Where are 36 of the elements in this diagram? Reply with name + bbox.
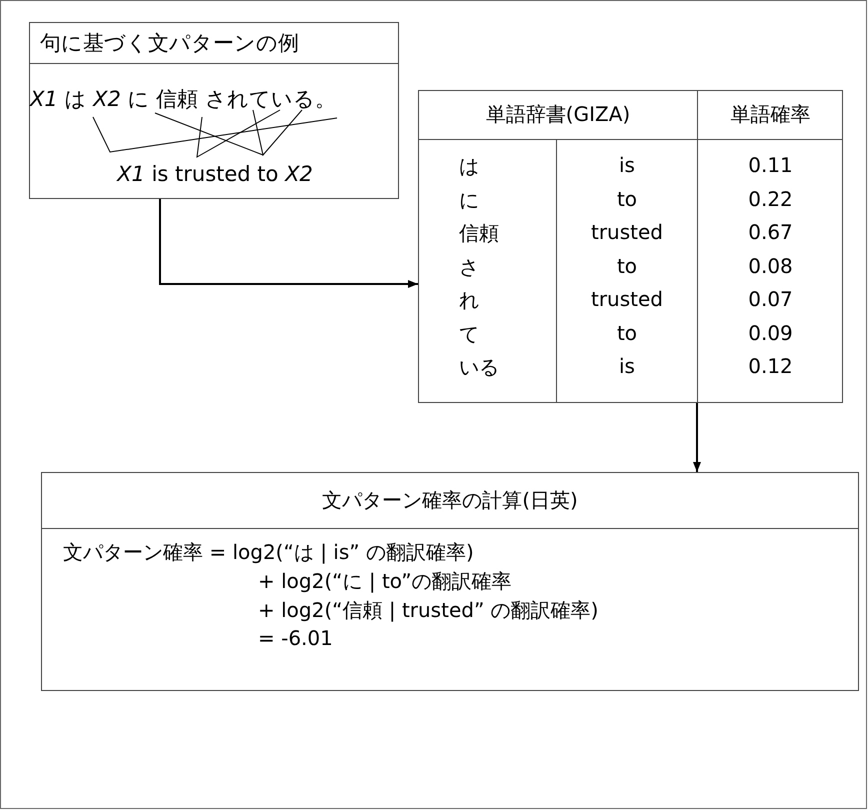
- table-cell-text: 0.22: [747, 186, 794, 210]
- table-cell-text: trusted: [590, 287, 664, 311]
- box-heading: 句に基づく文パターンの例: [40, 30, 299, 57]
- box-heading: 文パターン確率の計算(日英): [321, 487, 579, 514]
- table-cell-text: to: [616, 186, 638, 210]
- table-cell-text: 0.11: [747, 153, 794, 177]
- table-cell-text: 0.12: [747, 354, 794, 378]
- arrow: [693, 403, 701, 472]
- formula-line: = -6.01: [258, 626, 333, 650]
- formula-line: 文パターン確率 = log2(“は | is” の翻訳確率): [63, 539, 474, 566]
- table-cell: いる: [459, 354, 499, 381]
- formula-line: + log2(“信頼 | trusted” の翻訳確率): [258, 597, 598, 624]
- table-cell-text: to: [616, 254, 638, 278]
- table-cell-text: 0.09: [747, 320, 794, 344]
- column-header: 単語辞書(GIZA): [484, 101, 632, 128]
- table-cell: 信頼: [459, 220, 499, 247]
- table-cell: れ: [459, 287, 479, 314]
- table-cell-text: to: [616, 320, 638, 344]
- table-cell: て: [459, 320, 479, 348]
- example-box: [29, 22, 399, 199]
- table-cell-text: is: [618, 153, 636, 177]
- table-cell-text: 0.67: [747, 220, 794, 244]
- arrow: [159, 199, 418, 288]
- sentence: X1 is trusted to X2: [115, 162, 314, 186]
- table-cell-text: trusted: [590, 220, 664, 244]
- table-cell: は: [459, 153, 479, 180]
- table-cell: さ: [459, 254, 479, 280]
- formula-line: + log2(“に | to”の翻訳確率: [258, 568, 512, 595]
- table-cell-text: is: [618, 354, 636, 378]
- column-header: 単語確率: [730, 101, 812, 128]
- table-cell: に: [459, 186, 479, 214]
- calculation-box: [41, 472, 859, 691]
- table-cell-text: 0.08: [747, 254, 794, 278]
- dictionary-table: [418, 90, 843, 403]
- sentence: X1 は X2 に 信頼 されている。: [30, 86, 336, 113]
- table-cell-text: 0.07: [747, 287, 794, 311]
